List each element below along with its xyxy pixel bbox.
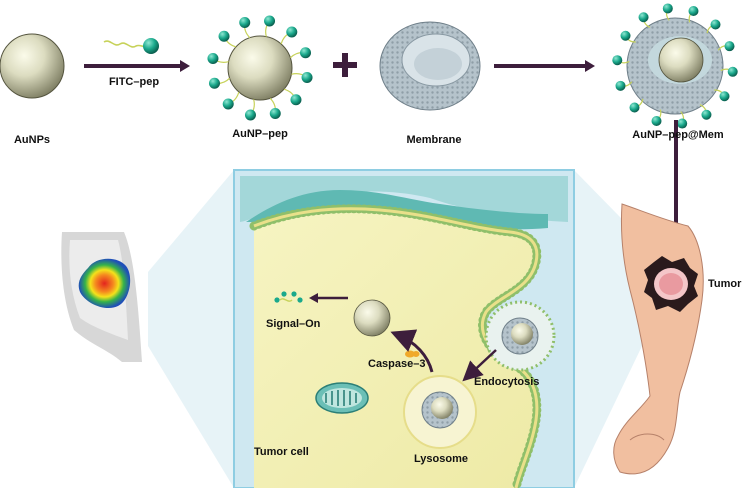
label-aunps: AuNPs xyxy=(13,134,51,146)
cleaved-aunp xyxy=(353,299,391,337)
label-endocytosis: Endocytosis xyxy=(474,376,540,388)
fitc-bead xyxy=(724,41,735,52)
plus-icon xyxy=(333,53,357,77)
arrow-signal-on xyxy=(309,293,348,303)
fitc-bead xyxy=(286,26,298,38)
label-membrane: Membrane xyxy=(406,134,462,146)
fitc-bead xyxy=(264,15,276,27)
fitc-bead xyxy=(208,77,220,89)
label-lysosome: Lysosome xyxy=(414,453,469,465)
fitc-bead xyxy=(222,98,234,110)
zoom-funnel-left xyxy=(148,170,234,488)
label-tumor-cell: Tumor cell xyxy=(254,446,309,458)
arrow-caspase xyxy=(390,329,434,373)
fitc-bead xyxy=(710,19,721,30)
endocytosis-vesicle xyxy=(484,300,556,372)
aunp-pep-particle xyxy=(207,15,313,121)
arrow-to-aunp-pep xyxy=(84,60,190,72)
fitc-bead xyxy=(701,109,712,120)
label-aunp-pep-mem: AuNP–pep@Mem xyxy=(632,129,724,141)
fitc-bead xyxy=(727,66,738,77)
fitc-bead xyxy=(629,102,640,113)
label-caspase-3: Caspase–3 xyxy=(368,358,426,370)
fitc-bead xyxy=(638,12,649,23)
label-aunp-pep: AuNP–pep xyxy=(232,128,288,140)
signal-on-fluorophores xyxy=(274,291,303,303)
mitochondrion xyxy=(315,382,369,414)
fitc-bead xyxy=(269,108,281,120)
fitc-bead xyxy=(244,109,256,121)
tumor-mass xyxy=(644,256,698,312)
label-fitc-pep: FITC–pep xyxy=(108,76,160,88)
fitc-bead xyxy=(300,47,312,59)
fitc-bead xyxy=(239,16,251,28)
fitc-bead xyxy=(620,30,631,41)
fitc-bead xyxy=(688,6,699,17)
label-signal-on: Signal–On xyxy=(266,318,321,330)
fluorescence-image xyxy=(61,232,143,362)
aunp-pep-mem-particle xyxy=(612,3,738,129)
fitc-bead xyxy=(218,30,230,42)
arrow-to-aunp-pep-mem xyxy=(494,60,595,72)
fitc-bead xyxy=(677,118,688,129)
membrane-shell xyxy=(379,21,481,111)
fitc-bead xyxy=(290,94,302,106)
heatmap-spot xyxy=(78,258,131,309)
fitc-bead xyxy=(207,52,219,64)
fitc-bead xyxy=(615,80,626,91)
fitc-bead xyxy=(612,55,623,66)
label-tumor: Tumor xyxy=(708,278,742,290)
arrow-endocytosis xyxy=(462,349,497,382)
fitc-bead xyxy=(662,3,673,14)
aunp-sphere xyxy=(0,33,65,99)
fitc-bead xyxy=(651,115,662,126)
fitc-bead xyxy=(719,91,730,102)
fitc-pep-icon xyxy=(103,38,159,54)
caspase-3-enzyme xyxy=(405,350,420,358)
lysosome xyxy=(403,375,477,449)
fitc-bead xyxy=(301,72,313,84)
